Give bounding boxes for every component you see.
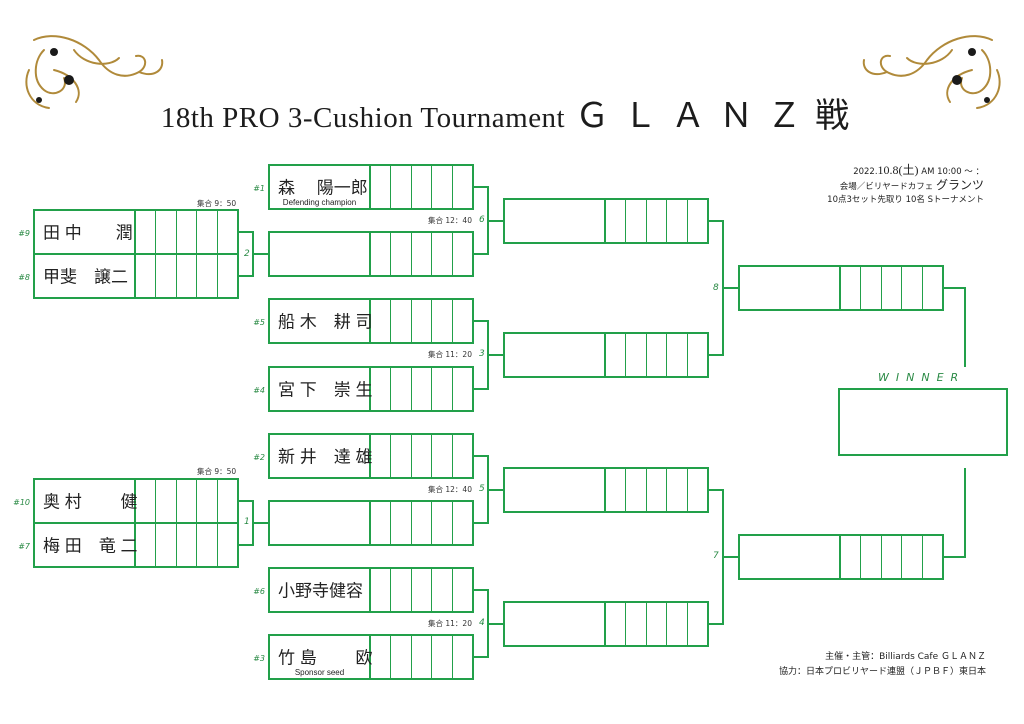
match-number: 4 xyxy=(479,618,485,628)
player-slot: 田 中 潤 xyxy=(33,209,239,255)
player-note: Sponsor seed xyxy=(294,668,345,677)
player-name: 小野寺健容 xyxy=(278,581,363,601)
gathering-time: 集合 12：40 xyxy=(428,216,472,225)
player-slot: 小野寺健容 xyxy=(268,567,474,613)
bracket-line xyxy=(239,544,254,546)
bracket-line xyxy=(722,287,738,289)
winner-label: WINNER xyxy=(878,371,966,384)
match-number: 2 xyxy=(244,249,250,259)
player-slot: 甲斐 譲二 xyxy=(33,253,239,299)
event-venue-name: グランツ xyxy=(935,178,984,192)
seed-label: #4 xyxy=(253,386,265,395)
bracket-line xyxy=(964,468,966,558)
player-name: 甲斐 譲二 xyxy=(43,267,128,287)
winner-slot-match-3 xyxy=(503,332,709,378)
seed-label: #8 xyxy=(18,273,30,282)
seed-label: #6 xyxy=(253,587,265,596)
bracket-line xyxy=(722,556,738,558)
bracket-line xyxy=(944,287,966,289)
bracket-line xyxy=(709,489,724,491)
seed-label: #5 xyxy=(253,318,265,327)
bracket-line xyxy=(474,320,489,322)
event-format: 10点3セット先取り 10名 Sトーナメント xyxy=(827,195,984,205)
winner-slot-match-8 xyxy=(738,265,944,311)
player-name: 田 中 潤 xyxy=(43,223,133,243)
title-glanz: ＧＬＡＮＺ戦 xyxy=(575,98,864,135)
bracket-line xyxy=(487,489,503,491)
gathering-time: 集合 12：40 xyxy=(428,485,472,494)
seed-label: #9 xyxy=(18,229,30,238)
player-name: 船 木 耕 司 xyxy=(278,312,373,332)
winner-slot-match-6 xyxy=(503,198,709,244)
bracket-line xyxy=(474,455,489,457)
event-venue-label: 会場／ビリヤードカフェ xyxy=(839,182,934,192)
player-note: Defending champion xyxy=(282,198,357,207)
player-name: 森 陽一郎 xyxy=(278,178,368,198)
bracket-line xyxy=(487,354,503,356)
bracket-line xyxy=(709,623,724,625)
bracket-line xyxy=(474,186,489,188)
bracket-line xyxy=(487,623,503,625)
bracket-line xyxy=(239,231,254,233)
footer-cooperation: 協力：日本プロビリヤード連盟（ＪＰＢＦ）東日本 xyxy=(778,667,986,677)
seed-label: #1 xyxy=(253,184,265,193)
winner-slot-match-5 xyxy=(503,467,709,513)
bracket-line xyxy=(474,522,489,524)
player-slot: 新 井 達 雄 xyxy=(268,433,474,479)
winner-slot-match-4 xyxy=(503,601,709,647)
match-number: 6 xyxy=(479,215,485,225)
gathering-time: 集合 11：20 xyxy=(428,350,472,359)
gathering-time: 集合 9：50 xyxy=(197,467,237,476)
bracket-line xyxy=(252,253,268,255)
event-date: 10.8(土) xyxy=(877,163,919,177)
footer-organizer: 主催・主管：Billiards Cafe ＧＬＡＮＺ xyxy=(825,652,986,662)
event-date-prefix: 2022. xyxy=(853,167,878,177)
seed-label: #7 xyxy=(18,542,30,551)
winner-box xyxy=(838,388,1008,456)
winner-slot-match-1 xyxy=(268,500,474,546)
gathering-time: 集合 9：50 xyxy=(197,199,237,208)
seed-label: #10 xyxy=(13,498,30,507)
right-ornament xyxy=(862,35,1001,109)
bracket-line xyxy=(964,287,966,367)
player-name: 新 井 達 雄 xyxy=(278,447,373,467)
bracket-line xyxy=(474,656,489,658)
bracket-line xyxy=(944,556,966,558)
bracket-line xyxy=(709,354,724,356)
gathering-time: 集合 11：20 xyxy=(428,619,472,628)
title-main: 18th PRO 3-Cushion Tournament xyxy=(160,102,566,134)
bracket-line xyxy=(252,522,268,524)
left-ornament xyxy=(25,35,164,109)
player-slot: 奥 村 健 xyxy=(33,478,239,524)
bracket-line xyxy=(239,500,254,502)
bracket-line xyxy=(474,388,489,390)
winner-slot-match-2 xyxy=(268,231,474,277)
match-number: 3 xyxy=(479,349,485,359)
match-number: 1 xyxy=(244,517,250,527)
player-slot: 宮 下 崇 生 xyxy=(268,366,474,412)
match-number: 7 xyxy=(713,551,719,561)
player-slot: 船 木 耕 司 xyxy=(268,298,474,344)
player-name: 宮 下 崇 生 xyxy=(278,380,373,400)
seed-label: #3 xyxy=(253,654,265,663)
match-number: 5 xyxy=(479,484,485,494)
bracket-line xyxy=(709,220,724,222)
bracket-line xyxy=(239,275,254,277)
match-number: 8 xyxy=(713,283,719,293)
bracket-line xyxy=(474,589,489,591)
player-name: 梅 田 竜 二 xyxy=(43,536,138,556)
bracket-line xyxy=(487,220,503,222)
winner-slot-match-7 xyxy=(738,534,944,580)
event-info: 2022.10.8(土) AM 10:00 ～ ： 会場／ビリヤードカフェ グラ… xyxy=(827,164,984,207)
footer-credits: 主催・主管：Billiards Cafe ＧＬＡＮＺ 協力：日本プロビリヤード連… xyxy=(779,650,986,680)
player-name: 奥 村 健 xyxy=(43,492,138,512)
page-title: 18th PRO 3-Cushion Tournament ＧＬＡＮＺ戦 xyxy=(0,88,1024,137)
event-time: AM 10:00 ～ ： xyxy=(921,167,984,177)
player-slot: 梅 田 竜 二 xyxy=(33,522,239,568)
bracket-line xyxy=(474,253,489,255)
seed-label: #2 xyxy=(253,453,265,462)
player-name: 竹 島 欧 xyxy=(278,648,373,668)
